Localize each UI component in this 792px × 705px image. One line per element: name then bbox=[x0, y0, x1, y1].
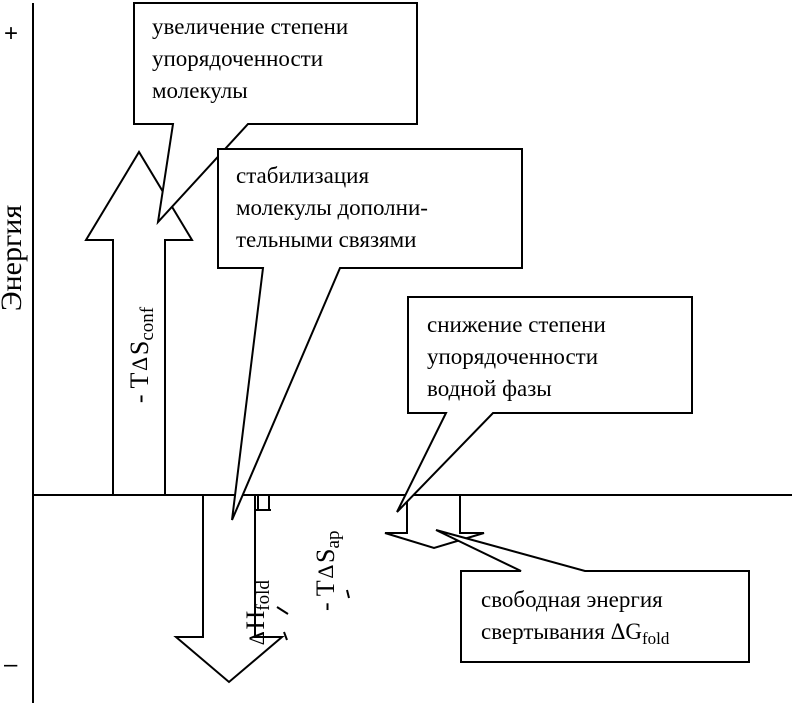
delta-h-fold-arrow bbox=[173, 495, 285, 684]
callout-water-order-line: упорядоченности bbox=[427, 344, 599, 369]
callout-conf-order-line: увеличение степени bbox=[152, 14, 349, 39]
callout-free-energy-symbol: ΔG bbox=[610, 619, 642, 644]
callout-free-energy-shape bbox=[435, 529, 750, 663]
axis-minus-sign: – bbox=[4, 651, 18, 678]
delta-h-tick-mark bbox=[276, 606, 289, 641]
callout-stabilization-text: стабилизация молекулы дополни- тельными … bbox=[236, 160, 428, 256]
delta-g-fold-arrow bbox=[384, 495, 485, 550]
callout-conf-order-shape bbox=[133, 2, 418, 226]
callout-conf-order-line: упорядоченности bbox=[152, 46, 324, 71]
callout-free-energy-line1: свободная энергия bbox=[481, 587, 663, 612]
callout-stabilization-line: стабилизация bbox=[236, 163, 370, 188]
callout-conf-order-line: молекулы bbox=[152, 78, 248, 103]
callout-water-order-text: снижение степени упорядоченности водной … bbox=[427, 309, 606, 405]
callout-stabilization-line: молекулы дополни- bbox=[236, 195, 428, 220]
callout-water-order-shape bbox=[396, 296, 693, 513]
axis-plus-sign: + bbox=[4, 20, 19, 47]
t-delta-s-conf-arrow bbox=[84, 150, 194, 494]
callout-free-energy-subscript: fold bbox=[641, 629, 670, 648]
callout-free-energy-line2: свертывания ΔGfold bbox=[481, 616, 669, 648]
callout-water-order-line: водной фазы bbox=[427, 376, 552, 401]
t-delta-s-ap-label: - T∆Sap bbox=[311, 531, 344, 611]
callout-conf-order-text: увеличение степени упорядоченности молек… bbox=[152, 11, 348, 107]
energy-axis-label: Энергия bbox=[0, 205, 28, 312]
callout-water-order-line: снижение степени bbox=[427, 312, 606, 337]
t-delta-s-ap-tick-mark bbox=[346, 589, 350, 599]
callout-stabilization-shape bbox=[217, 148, 523, 521]
callout-stabilization-line: тельными связями bbox=[236, 227, 417, 252]
delta-h-fold-label: ∆Hfold bbox=[241, 580, 274, 645]
callout-free-energy-prefix: свертывания bbox=[481, 619, 611, 644]
t-delta-s-conf-label: - T∆Sconf bbox=[125, 306, 158, 403]
callout-free-energy-text: свободная энергия свертывания ΔGfold bbox=[481, 584, 669, 648]
